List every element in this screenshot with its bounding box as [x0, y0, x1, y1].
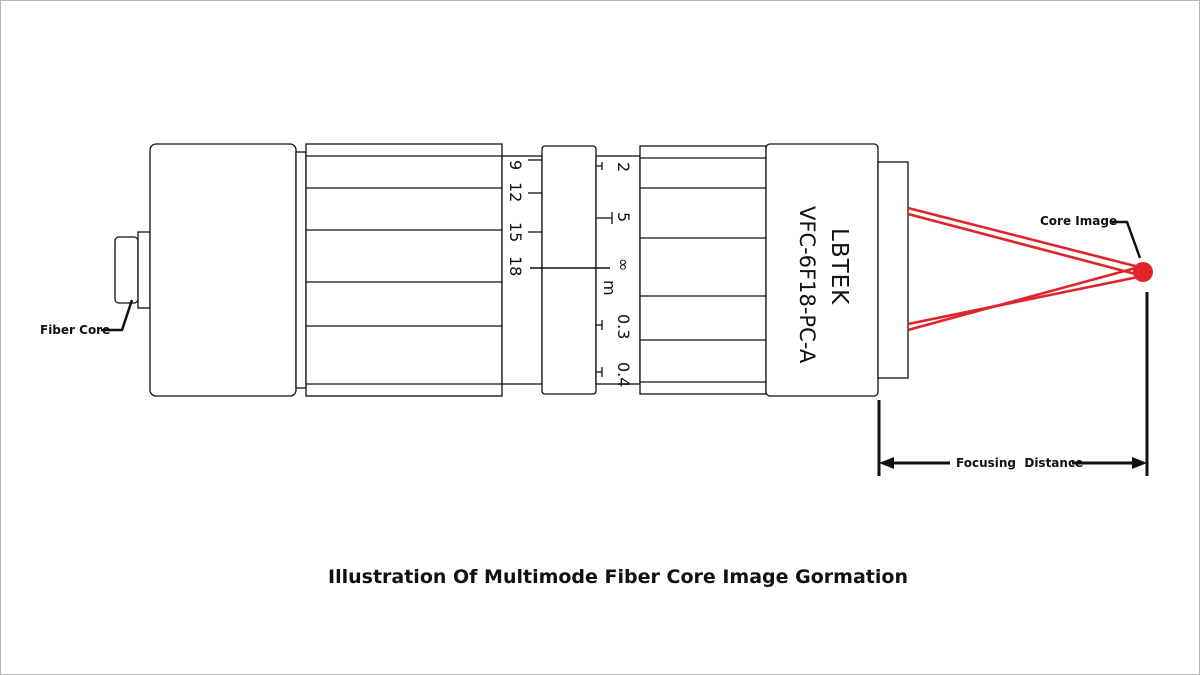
distance-scale-ticks — [596, 162, 613, 377]
fiber-core-leader — [101, 299, 134, 332]
figure-title: Illustration Of Multimode Fiber Core Ima… — [328, 566, 908, 588]
focal-scale-label-18: 18 — [506, 256, 525, 276]
focal-scale-ring — [501, 155, 543, 385]
core-image-spot — [1133, 262, 1153, 282]
focal-scale-ticks — [528, 159, 610, 269]
fiber-connector-collar — [137, 231, 151, 309]
distance-scale-label-0-3: 0.3 — [614, 314, 633, 339]
core-image-leader — [1112, 220, 1142, 259]
fiber-core-label: Fiber Core — [40, 323, 110, 337]
distance-scale-ring — [595, 155, 641, 385]
fiber-connector-pin — [114, 236, 139, 304]
distance-scale-label-0-4: 0.4 — [614, 362, 633, 387]
core-image-label: Core Image — [1040, 214, 1117, 228]
focusing-distance-label: Focusing Distance — [956, 456, 1083, 470]
brand-label: LBTEK — [826, 228, 852, 305]
rear-housing — [149, 143, 297, 397]
distance-scale-label-5: 5 — [614, 212, 633, 222]
focusing-distance-dimension — [877, 292, 1149, 476]
front-housing — [765, 143, 879, 397]
model-label: VFC-6F18-PC-A — [795, 206, 819, 364]
front-lens-tube — [877, 161, 909, 379]
light-beam — [907, 206, 1144, 332]
focal-scale-label-15: 15 — [506, 222, 525, 242]
dimension-arrow-right — [1132, 457, 1147, 469]
distance-scale-label-2: 2 — [614, 162, 633, 172]
left-hex-nut — [305, 143, 503, 397]
focal-scale-label-9: 9 — [506, 160, 525, 170]
distance-scale-unit: m — [600, 280, 619, 296]
distance-scale-label-infinity: ∞ — [614, 258, 633, 271]
rear-step — [295, 151, 307, 389]
focal-scale-label-12: 12 — [506, 182, 525, 202]
dimension-arrow-left — [879, 457, 894, 469]
right-hex-nut — [639, 145, 767, 395]
focus-ring — [541, 145, 597, 395]
